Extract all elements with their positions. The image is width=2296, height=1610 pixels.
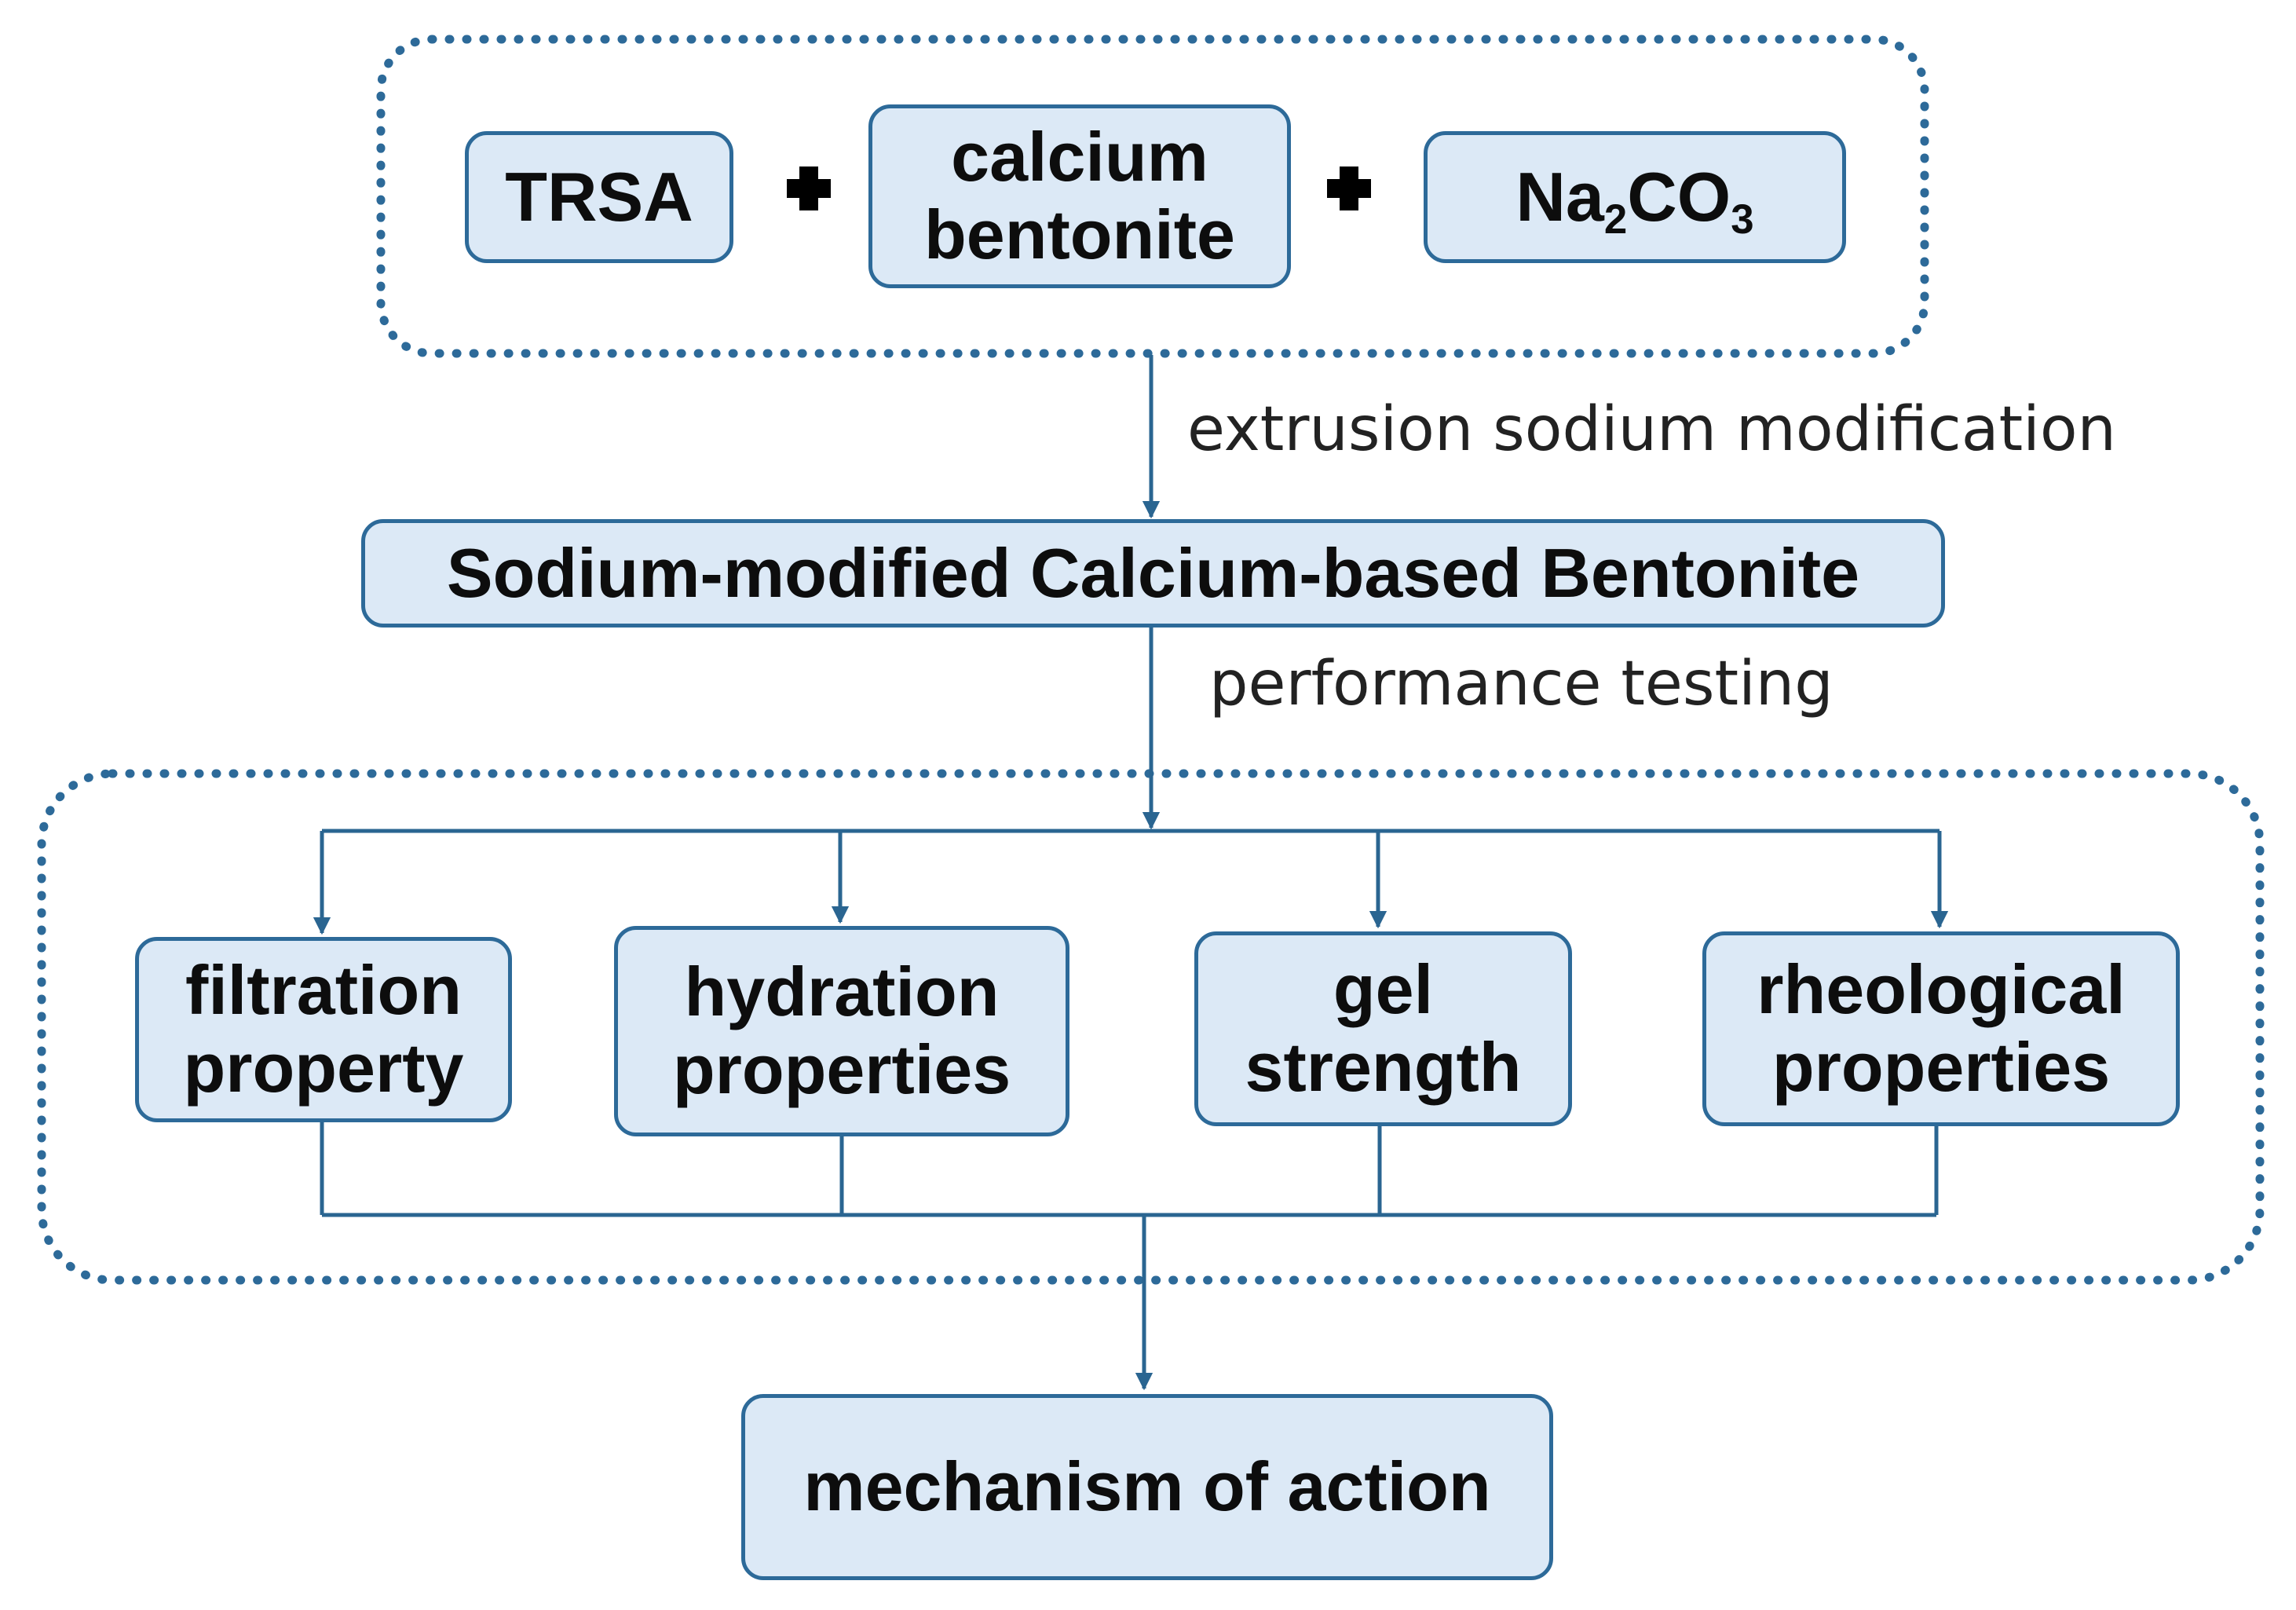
rheological-line-1: rheological [1757, 950, 2126, 1029]
calcium-bentonite-line-1: calcium [951, 118, 1208, 196]
trsa-box: TRSA [465, 131, 733, 263]
rheological-line-2: properties [1771, 1028, 2111, 1106]
inputs-group-frame [376, 35, 1929, 358]
trsa-label: TRSA [505, 157, 693, 236]
plus-icon [1327, 166, 1371, 210]
rheological-properties-box: rheological properties [1702, 931, 2180, 1126]
gel-strength-box: gel strength [1194, 931, 1572, 1126]
extrusion-step-label: extrusion sodium modification [1187, 394, 2116, 465]
hydration-properties-box: hydration properties [614, 926, 1069, 1136]
product-box: Sodium-modified Calcium-based Bentonite [361, 519, 1945, 628]
hydration-line-1: hydration [684, 953, 1000, 1031]
gel-line-2: strength [1245, 1028, 1522, 1106]
mechanism-label: mechanism of action [803, 1447, 1491, 1526]
hydration-line-2: properties [672, 1030, 1011, 1108]
filtration-line-1: filtration [185, 951, 462, 1030]
sodium-carbonate-box: Na2CO3 [1424, 131, 1846, 263]
calcium-bentonite-line-2: bentonite [924, 196, 1235, 273]
product-label: Sodium-modified Calcium-based Bentonite [446, 533, 1860, 612]
gel-line-1: gel [1333, 950, 1434, 1029]
filtration-line-2: property [183, 1029, 464, 1107]
sodium-carbonate-formula: Na2CO3 [1515, 157, 1754, 243]
calcium-bentonite-box: calcium bentonite [868, 104, 1291, 288]
testing-step-label: performance testing [1209, 649, 1834, 719]
plus-icon [787, 166, 831, 210]
filtration-property-box: filtration property [135, 937, 512, 1122]
mechanism-of-action-box: mechanism of action [741, 1394, 1553, 1580]
